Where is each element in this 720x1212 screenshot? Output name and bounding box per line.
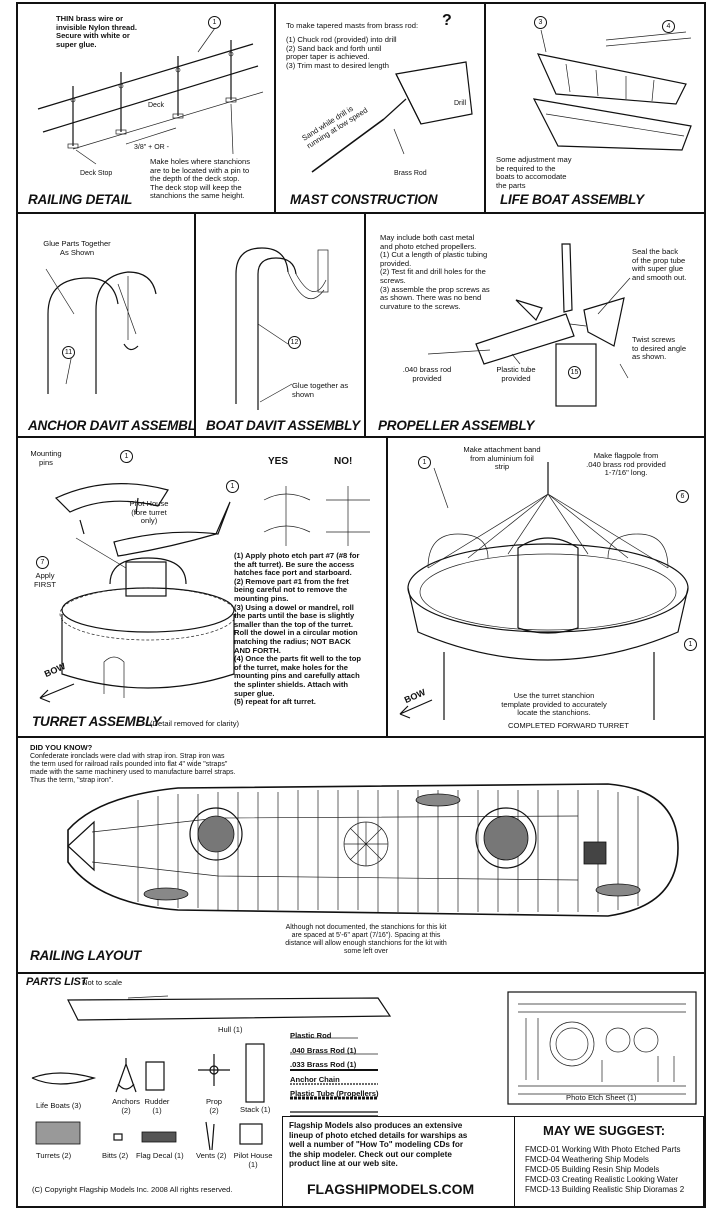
- turret-drawing: [39, 483, 370, 703]
- section-title: ANCHOR DAVIT ASSEMBLY: [28, 418, 196, 433]
- hull-label: Hull (1): [218, 1025, 243, 1034]
- deck-stop-label: Deck Stop: [80, 170, 113, 177]
- mast-intro: To make tapered masts from brass rod:: [286, 21, 419, 30]
- boat-davit-drawing: [235, 247, 329, 410]
- parts-list-subtitle: Not to scale: [82, 978, 123, 987]
- twist-label: Twist screws to desired angle as shown.: [632, 335, 687, 362]
- mounting-pins-label: Mounting pins: [30, 449, 62, 467]
- part-callout: 1: [120, 450, 133, 463]
- deck-label: Deck: [148, 102, 164, 109]
- band-label: Make attachment band from aluminium foil…: [463, 445, 541, 472]
- completed-turret-drawing: [399, 462, 689, 720]
- stanchion-note: Although not documented, the stanchions …: [285, 924, 447, 955]
- boat-davit-panel: 12 Glue together as shown BOAT DAVIT ASS…: [194, 212, 366, 438]
- stack-label: Stack (1): [240, 1105, 271, 1114]
- railing-drawing: [37, 27, 264, 165]
- turret-steps: (1) Apply photo etch part #7 (#8 for the…: [234, 551, 361, 707]
- yes-label: YES: [268, 456, 289, 467]
- completed-turret-caption: COMPLETED FORWARD TURRET: [508, 721, 629, 730]
- section-title: LIFE BOAT ASSEMBLY: [500, 192, 644, 207]
- propeller-panel: May include both cast metal and photo et…: [364, 212, 706, 438]
- copyright: (C) Copyright Flagship Models Inc. 2008 …: [32, 1185, 233, 1194]
- railing-wire-note: THIN brass wire or invisible Nylon threa…: [56, 14, 138, 49]
- life-boats-label: Life Boats (3): [36, 1101, 82, 1110]
- lifeboat-note: Some adjustment may be required to the b…: [496, 155, 572, 190]
- no-label: NO!: [334, 456, 353, 467]
- part-callout: 6: [676, 490, 689, 503]
- parts-list-title: PARTS LIST: [26, 976, 88, 988]
- completed-turret-panel: 1 Make attachment band from aluminium fo…: [386, 436, 706, 738]
- rods-list: Plastic Rod .040 Brass Rod (1) .033 Bras…: [290, 1031, 379, 1099]
- vents-label: Vents (2): [196, 1151, 227, 1160]
- part-callout: 11: [62, 346, 75, 359]
- suggest-title: MAY WE SUGGEST:: [543, 1123, 666, 1138]
- plastic-tube-label: Plastic tube provided: [496, 365, 536, 383]
- anchors-label: Anchors (2): [112, 1097, 140, 1115]
- bitts-label: Bitts (2): [102, 1151, 129, 1160]
- seal-label: Seal the back of the prop tube with supe…: [632, 247, 687, 282]
- drill-label: Drill: [454, 100, 467, 107]
- railing-detail-panel: THIN brass wire or invisible Nylon threa…: [16, 2, 276, 214]
- suggest-box: MAY WE SUGGEST: FMCD-01 Working With Pho…: [514, 1116, 704, 1206]
- apply-first-label: Apply FIRST: [34, 571, 56, 589]
- turrets-label: Turrets (2): [36, 1151, 72, 1160]
- anchor-davit-panel: Glue Parts Together As Shown 11 ANCHOR D…: [16, 212, 196, 438]
- rudder-label: Rudder (1): [144, 1097, 170, 1115]
- instruction-sheet: THIN brass wire or invisible Nylon threa…: [16, 2, 706, 1208]
- section-title: BOAT DAVIT ASSEMBLY: [206, 418, 360, 433]
- life-boat-panel: 3 4 Some adjustment may be required to t…: [484, 2, 706, 214]
- holes-note: Make holes where stanchions are to be lo…: [150, 157, 251, 201]
- propeller-note: May include both cast metal and photo et…: [380, 233, 490, 311]
- promo-text: Flagship Models also produces an extensi…: [289, 1121, 468, 1169]
- section-title: RAILING DETAIL: [28, 192, 133, 207]
- section-title: RAILING LAYOUT: [30, 948, 141, 963]
- part-callout: 1: [418, 456, 431, 469]
- promo-box: Flagship Models also produces an extensi…: [282, 1116, 516, 1206]
- spacing-label: 3/8" + OR -: [134, 144, 169, 151]
- part-callout: 12: [288, 336, 301, 349]
- pilot-house-part-label: Pilot House (1): [233, 1151, 273, 1169]
- part-callout: 3: [534, 16, 547, 29]
- brass-rod-label: .040 brass rod provided: [402, 365, 452, 383]
- turret-assembly-panel: Mounting pins 1 1 Pilot House (fore turr…: [16, 436, 388, 738]
- turret-subtitle: (Detail removed for clarity): [150, 719, 240, 728]
- propeller-drawing: [427, 243, 631, 407]
- part-callout: 1: [684, 638, 697, 651]
- did-you-know-text: Confederate ironclads were clad with str…: [30, 753, 236, 784]
- photo-etch-label: Photo Etch Sheet (1): [566, 1093, 637, 1102]
- part-callout: 4: [662, 20, 675, 33]
- flagpole-label: Make flagpole from .040 brass rod provid…: [586, 451, 666, 478]
- deck-plan-drawing: [67, 783, 679, 917]
- boat-davit-note: Glue together as shown: [292, 381, 349, 399]
- section-title: PROPELLER ASSEMBLY: [378, 418, 535, 433]
- template-label: Use the turret stanchion template provid…: [501, 691, 607, 718]
- did-you-know-title: DID YOU KNOW?: [30, 743, 93, 752]
- drill-drawing: [311, 61, 473, 173]
- suggest-list: FMCD-01 Working With Photo Etched Parts …: [525, 1145, 685, 1194]
- lifeboat-drawing: [532, 29, 692, 151]
- mast-construction-panel: To make tapered masts from brass rod: ? …: [274, 2, 486, 214]
- part-callout: 7: [36, 556, 49, 569]
- question-mark: ?: [442, 12, 452, 29]
- section-title: MAST CONSTRUCTION: [290, 192, 438, 207]
- parts-list-panel: PARTS LIST Not to scale: [16, 972, 706, 1208]
- anchor-davit-note: Glue Parts Together As Shown: [43, 239, 111, 257]
- mast-steps: (1) Chuck rod (provided) into drill (2) …: [286, 35, 397, 70]
- website-link[interactable]: FLAGSHIPMODELS.COM: [307, 1181, 475, 1197]
- prop-label: Prop (2): [205, 1097, 223, 1115]
- brass-rod-label: Brass Rod: [394, 170, 427, 177]
- flag-decal-label: Flag Decal (1): [136, 1151, 184, 1160]
- part-callout: 15: [568, 366, 581, 379]
- anchor-davit-drawing: [45, 268, 157, 394]
- section-title: TURRET ASSEMBLY: [32, 714, 162, 729]
- part-callout: 1: [226, 480, 239, 493]
- railing-layout-panel: DID YOU KNOW? Confederate ironclads were…: [16, 736, 706, 974]
